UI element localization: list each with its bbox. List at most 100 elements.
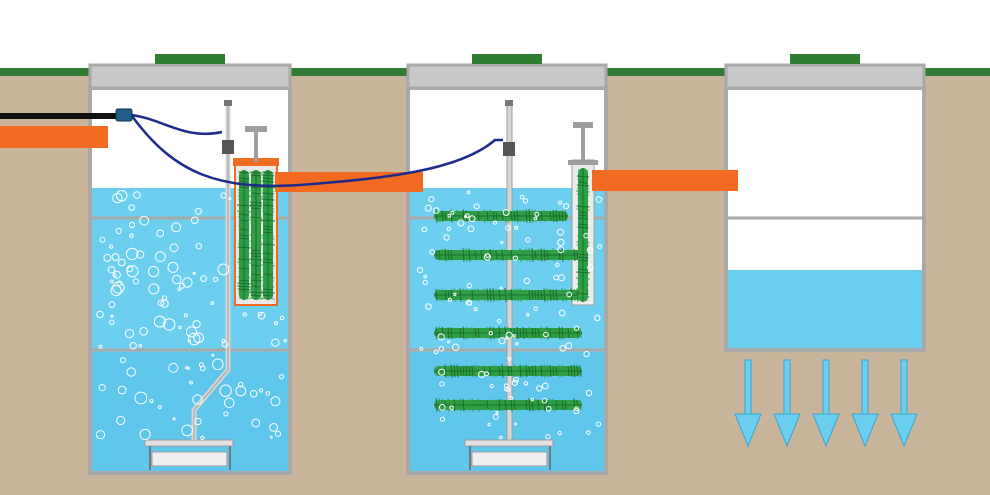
air-bubble-icon (573, 325, 580, 331)
air-bubble-icon (585, 430, 591, 436)
air-bubble-icon (439, 381, 445, 387)
air-bubble-icon (126, 367, 136, 377)
air-bubble-icon (133, 191, 141, 199)
air-bubble-icon (428, 196, 435, 203)
air-bubble-icon (530, 398, 535, 402)
air-bubble-icon (167, 261, 179, 273)
down-arrow-icon (734, 359, 762, 448)
air-bubble-icon (192, 394, 203, 405)
valve-icon (222, 140, 234, 154)
air-bubble-icon (126, 265, 139, 278)
air-bubble-icon (563, 203, 570, 210)
air-bubble-icon (219, 384, 232, 397)
air-bubble-icon (259, 388, 264, 393)
bio-brush-icon (261, 170, 275, 300)
air-bubble-icon (511, 379, 519, 386)
air-bubble-icon (109, 244, 114, 249)
air-bubble-icon (139, 327, 148, 336)
air-bubble-icon (200, 435, 205, 440)
air-bubble-icon (557, 246, 565, 254)
brush-stem (254, 130, 258, 162)
air-bubble-icon (107, 266, 116, 274)
air-bubble-icon (108, 301, 116, 309)
air-bubble-icon (502, 209, 510, 216)
air-bubble-icon (595, 196, 603, 203)
air-bubble-icon (437, 333, 445, 341)
air-bubble-icon (182, 277, 193, 288)
air-bubble-icon (447, 297, 452, 302)
arrow-head (890, 413, 918, 448)
air-bubble-icon (99, 236, 106, 243)
arrow-shaft (744, 359, 752, 421)
air-bubble-icon (148, 283, 160, 295)
air-bubble-icon (157, 299, 165, 307)
air-bubble-icon (212, 276, 219, 283)
air-bubble-icon (453, 292, 457, 296)
arrow-head (773, 413, 801, 448)
air-bubble-icon (505, 386, 511, 392)
air-bubble-icon (438, 368, 446, 376)
air-bubble-icon (583, 350, 590, 358)
air-bubble-icon (525, 312, 530, 317)
air-bubble-icon (597, 244, 603, 250)
air-bubble-icon (457, 219, 465, 227)
down-arrow-icon (773, 359, 801, 448)
air-bubble-icon (447, 340, 451, 344)
air-bubble-icon (483, 253, 491, 261)
air-bubble-icon (221, 338, 226, 344)
air-bubble-icon (217, 263, 230, 276)
air-bubble-icon (429, 249, 436, 256)
bio-brush-icon (249, 170, 263, 300)
air-bubble-icon (585, 389, 593, 397)
tank-cap (406, 63, 608, 90)
air-bubble-icon (468, 215, 476, 223)
bio-brush-icon (237, 170, 251, 300)
air-bubble-icon (95, 430, 106, 440)
arrow-shaft (822, 359, 830, 421)
air-bubble-icon (148, 265, 160, 278)
air-bubble-icon (189, 380, 194, 385)
air-bubble-icon (200, 275, 208, 283)
air-bubble-icon (586, 246, 594, 254)
bio-brush-icon (434, 247, 582, 263)
down-arrow-icon (812, 359, 840, 448)
air-bubble-icon (433, 207, 440, 214)
air-bubble-icon (500, 240, 504, 245)
air-bubble-icon (126, 247, 139, 261)
tank-cap (88, 63, 292, 90)
air-bubble-icon (187, 332, 201, 346)
air-bubble-icon (163, 318, 176, 331)
air-bubble-icon (439, 416, 446, 422)
air-bubble-icon (138, 344, 143, 348)
air-bubble-icon (512, 334, 516, 338)
air-bubble-icon (157, 405, 162, 410)
air-bubble-icon (119, 357, 126, 364)
air-bubble-icon (98, 344, 103, 349)
air-bubble-icon (251, 418, 261, 428)
air-bubble-icon (168, 362, 179, 373)
air-bubble-icon (177, 287, 182, 292)
air-bubble-icon (153, 315, 166, 328)
air-hose (131, 113, 223, 136)
brush-stem (581, 126, 585, 162)
air-bubble-icon (279, 315, 285, 321)
brush-clamp (568, 160, 598, 165)
air-bubble-icon (595, 421, 602, 427)
air-bubbles (417, 190, 603, 440)
arrow-head (734, 413, 762, 448)
air-bubble-icon (503, 383, 509, 389)
air-bubble-icon (274, 430, 282, 437)
valve-cap (224, 100, 232, 106)
air-bubble-icon (269, 435, 273, 439)
air-hose (130, 115, 503, 188)
air-bubble-icon (446, 226, 451, 232)
air-bubble-icon (228, 196, 232, 201)
air-bubble-icon (172, 274, 182, 285)
air-bubble-icon (111, 253, 120, 262)
brush-handle (245, 126, 267, 132)
air-bubble-icon (274, 321, 278, 326)
brush-handle (573, 122, 593, 128)
air-pipe-outline (193, 102, 229, 440)
air-bubble-icon (425, 303, 432, 310)
air-bubble-icon (249, 390, 258, 398)
